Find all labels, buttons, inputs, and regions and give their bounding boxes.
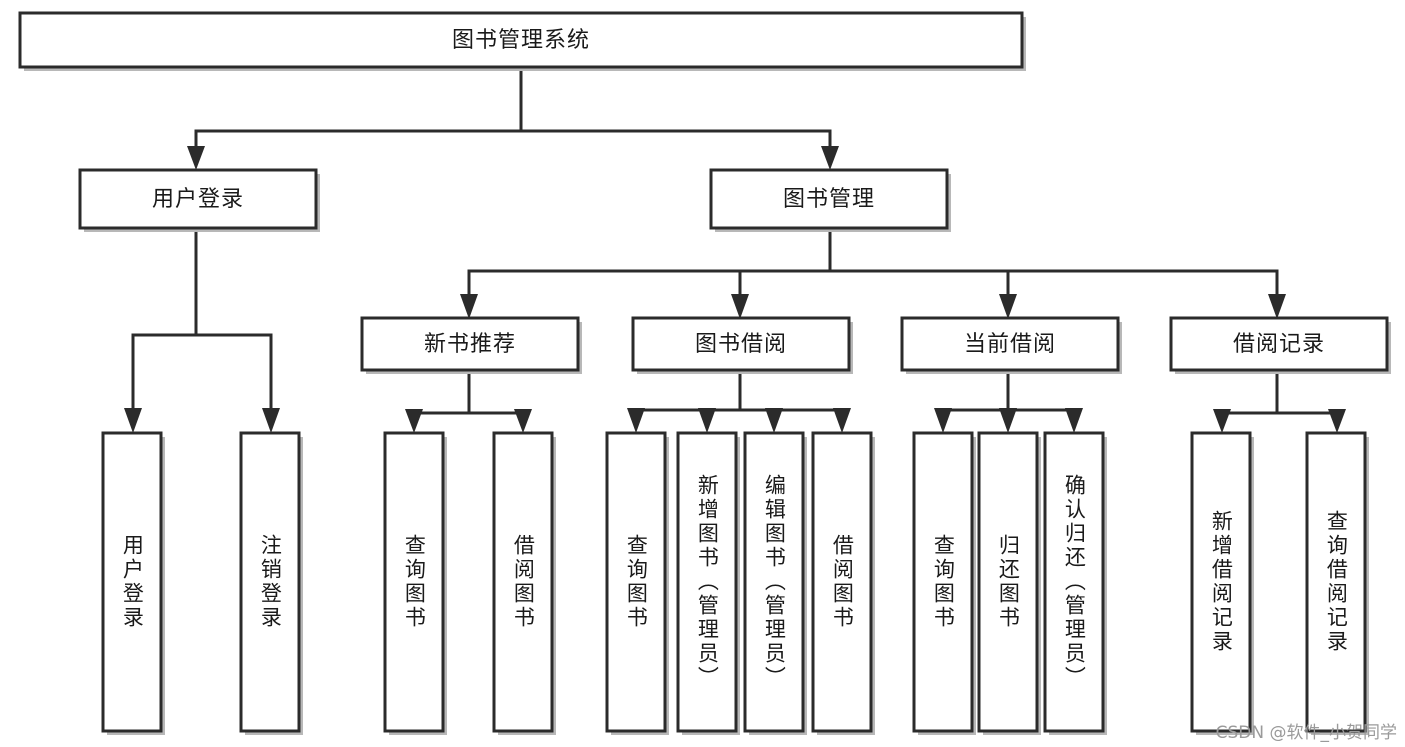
arrow-book-manage — [821, 146, 839, 170]
arrow-new-book-recommend — [460, 294, 478, 319]
node-borrow-record[interactable]: 借阅记录 — [1169, 316, 1391, 374]
arrow-book-borrow — [731, 294, 749, 319]
csdn-watermark: CSDN @软件_小贺同学 — [1215, 723, 1397, 743]
arrow-leaf-query-book-3 — [934, 408, 952, 433]
arrow-leaf-borrow-book-2 — [833, 408, 851, 433]
node-leaf-query-record[interactable] — [1305, 431, 1369, 735]
node-leaf-query-book-2[interactable] — [605, 431, 669, 735]
node-leaf-borrow-book-1[interactable] — [492, 431, 556, 735]
arrow-leaf-return-book — [999, 408, 1017, 433]
arrow-leaf-add-book — [698, 408, 716, 433]
arrow-current-borrow — [999, 294, 1017, 319]
arrow-leaf-user-login — [124, 408, 142, 433]
node-leaf-add-record[interactable] — [1190, 431, 1254, 735]
node-new-book-recommend[interactable]: 新书推荐 — [360, 316, 582, 374]
arrow-user-login — [187, 146, 205, 170]
arrow-leaf-confirm-return — [1065, 408, 1083, 433]
node-current-borrow[interactable]: 当前借阅 — [900, 316, 1122, 374]
node-user-login-label: 用户登录 — [152, 187, 244, 212]
arrow-leaf-edit-book — [765, 408, 783, 433]
arrow-leaf-borrow-book-1 — [514, 409, 532, 433]
node-leaf-user-logout[interactable] — [239, 431, 303, 735]
arrow-leaf-query-book-1 — [405, 409, 423, 433]
node-book-manage-label: 图书管理 — [783, 187, 875, 212]
arrow-leaf-query-book-2 — [627, 408, 645, 433]
node-leaf-confirm-return[interactable] — [1043, 431, 1107, 735]
node-leaf-edit-book[interactable] — [743, 431, 807, 735]
node-book-borrow[interactable]: 图书借阅 — [631, 316, 853, 374]
arrow-leaf-add-record — [1213, 409, 1231, 433]
node-leaf-borrow-book-2[interactable] — [811, 431, 875, 735]
node-root[interactable]: 图书管理系统 — [18, 11, 1026, 71]
node-leaf-query-book-3[interactable] — [912, 431, 976, 735]
node-leaf-add-book[interactable] — [676, 431, 740, 735]
arrow-borrow-record — [1268, 294, 1286, 319]
node-book-manage[interactable]: 图书管理 — [709, 168, 951, 232]
node-leaf-user-login[interactable] — [101, 431, 165, 735]
node-new-book-recommend-label: 新书推荐 — [424, 332, 516, 357]
node-book-borrow-label: 图书借阅 — [695, 332, 787, 357]
node-leaf-return-book[interactable] — [977, 431, 1041, 735]
arrow-leaf-query-record — [1328, 409, 1346, 433]
node-root-label: 图书管理系统 — [452, 28, 590, 53]
node-user-login[interactable]: 用户登录 — [78, 168, 320, 232]
connectors — [124, 65, 1346, 433]
arrow-leaf-user-logout — [262, 408, 280, 433]
node-leaf-query-book-1[interactable] — [383, 431, 447, 735]
node-borrow-record-label: 借阅记录 — [1233, 332, 1325, 357]
node-current-borrow-label: 当前借阅 — [964, 332, 1056, 357]
